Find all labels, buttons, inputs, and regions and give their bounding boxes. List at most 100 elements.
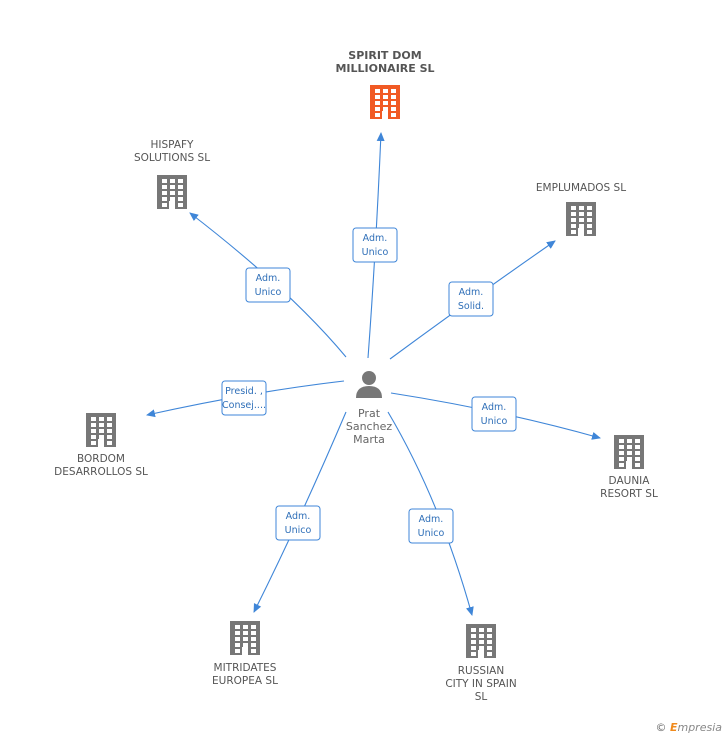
building-window [178,191,183,195]
building-window [587,212,592,216]
building-window [635,451,640,455]
building-window [243,631,248,635]
building-window [587,230,592,234]
building-icon[interactable] [466,624,496,658]
building-window [579,218,584,222]
building-icon[interactable] [230,621,260,655]
company-name: BORDOM [77,453,125,465]
relation-edge-spirit[interactable]: Adm. Unico [352,132,398,359]
building-window [627,457,632,461]
role-label-box [245,267,291,303]
building-window [99,435,104,439]
building-window [627,445,632,449]
person-body [356,386,382,398]
building-window [251,649,256,653]
company-name: DAUNIA [609,475,651,487]
building-icon[interactable] [370,85,400,119]
building-window [579,212,584,216]
building-window [571,212,576,216]
building-window [375,113,380,117]
building-window [487,628,492,632]
building-window [471,640,476,644]
company-name: EMPLUMADOS SL [536,182,626,194]
building-window [162,197,167,201]
building-window [579,206,584,210]
building-window [170,179,175,183]
building-window [471,652,476,656]
building-window [391,107,396,111]
building-window [471,634,476,638]
role-label-text: Unico [362,247,389,258]
building-window [375,89,380,93]
building-window [571,206,576,210]
role-label-text: Consej.... [222,400,266,411]
building-icon[interactable] [614,435,644,469]
role-label-box [275,505,321,541]
building-window [251,631,256,635]
relation-edge-daunia[interactable]: Adm.Unico [390,392,601,440]
person-icon[interactable] [356,371,382,398]
company-name: HISPAFY [151,139,195,151]
empresia-logo-text: mpresia [677,721,722,734]
relation-edge-bordom[interactable]: Presid. ,Consej.... [146,380,345,418]
building-window [619,439,624,443]
building-window [170,185,175,189]
building-window [479,634,484,638]
company-name: RUSSIAN [458,665,504,677]
role-label-text: Adm. [419,514,444,525]
building-window [375,107,380,111]
building-window [107,423,112,427]
relation-edge-emplumados[interactable]: Adm. Solid. [389,240,556,360]
role-label-text: Adm. [459,287,484,298]
building-window [243,637,248,641]
building-window [391,89,396,93]
building-window [91,441,96,445]
building-door [169,201,175,209]
company-name: MILLIONAIRE SL [335,62,434,75]
building-window [391,101,396,105]
relation-edge-russian[interactable]: Adm.Unico [387,411,474,616]
company-name: SPIRIT DOM [348,49,421,62]
building-window [587,224,592,228]
building-window [383,101,388,105]
building-window [375,101,380,105]
role-label-text: Adm. [363,233,388,244]
building-window [99,429,104,433]
building-window [235,631,240,635]
building-window [571,224,576,228]
building-window [178,179,183,183]
building-window [375,95,380,99]
building-window [251,643,256,647]
building-window [619,457,624,461]
building-window [99,417,104,421]
company-node-emplumados[interactable]: EMPLUMADOS SL [536,182,626,236]
building-window [235,637,240,641]
building-window [107,435,112,439]
building-window [91,435,96,439]
company-name: DESARROLLOS SL [54,466,148,478]
building-window [162,185,167,189]
building-icon[interactable] [566,202,596,236]
building-window [471,646,476,650]
building-window [571,230,576,234]
building-window [383,89,388,93]
building-window [251,637,256,641]
role-label-text: Adm. [482,402,507,413]
building-icon[interactable] [157,175,187,209]
relation-edge-mitridates[interactable]: Adm.Unico [253,411,347,613]
copyright-symbol: © [655,721,667,734]
person-name: Prat [358,407,381,420]
building-window [479,628,484,632]
building-window [619,445,624,449]
role-label-text: Solid. [458,301,484,312]
building-icon[interactable] [86,413,116,447]
building-window [487,652,492,656]
relation-edge-hispafy[interactable]: Adm.Unico [189,212,347,358]
